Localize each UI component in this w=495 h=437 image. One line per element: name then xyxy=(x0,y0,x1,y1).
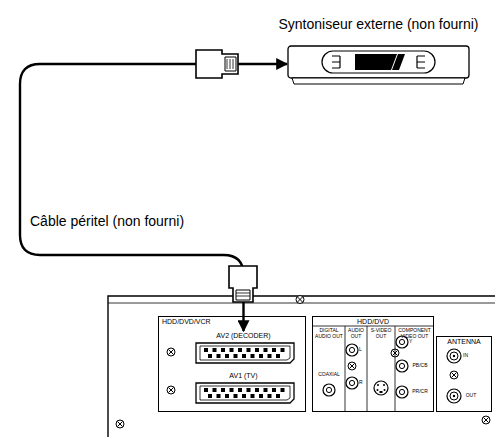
device-label: Syntoniseur externe (non fourni) xyxy=(279,16,479,32)
screw xyxy=(482,416,490,424)
coaxial-jack xyxy=(323,384,335,396)
scart-plug xyxy=(196,50,238,78)
tuner-outline xyxy=(287,42,470,86)
connector-label: OUT xyxy=(463,393,479,399)
component-jack xyxy=(396,360,408,372)
connector-label: COMPONENT VIDEO OUT xyxy=(395,328,434,339)
scart-plug xyxy=(229,266,257,302)
panel-label: HDD/DVD xyxy=(313,317,433,327)
screw xyxy=(296,296,304,304)
external-tuner: Syntoniseur externe (non fourni) xyxy=(287,42,470,86)
scart-panel: HDD/DVD/VCR AV2 (DECODER) AV1 (TV) xyxy=(158,316,306,412)
screw xyxy=(167,386,175,394)
panel-label: HDD/DVD/VCR xyxy=(159,317,305,327)
panel-label: ANTENNA xyxy=(437,337,491,347)
connector-label: PB/CB xyxy=(409,363,431,369)
screw xyxy=(167,348,175,356)
connector-label: Y xyxy=(409,339,419,345)
s-video-jack xyxy=(374,381,388,395)
connector-label: AUDIO OUT xyxy=(345,328,367,339)
connector-label: IN xyxy=(463,353,475,359)
cable-label: Câble péritel (non fourni) xyxy=(30,213,184,229)
connector-label: PR/CR xyxy=(409,389,431,395)
connector-label: L xyxy=(359,347,367,353)
connector-label: COAXIAL xyxy=(313,372,345,378)
component-jack xyxy=(396,386,408,398)
screw xyxy=(348,362,356,370)
panel-label: AV1 (TV) xyxy=(186,371,301,380)
connector-label: S-VIDEO OUT xyxy=(367,328,395,339)
scart-socket-shape xyxy=(186,381,301,405)
screw xyxy=(116,420,124,428)
scart-socket: AV2 (DECODER) xyxy=(186,331,301,367)
screw xyxy=(450,371,458,379)
audio-jack xyxy=(346,344,358,356)
scart-socket-shape xyxy=(186,341,301,365)
connector-label: R xyxy=(359,380,367,386)
antenna-panel: ANTENNA xyxy=(436,336,492,412)
scart-cable xyxy=(20,64,287,331)
scart-socket: AV1 (TV) xyxy=(186,371,301,407)
audio-jack xyxy=(346,377,358,389)
panel-label: AV2 (DECODER) xyxy=(186,331,301,340)
connector-label: DIGITAL AUDIO OUT xyxy=(313,328,345,339)
antenna-jack xyxy=(447,349,461,403)
